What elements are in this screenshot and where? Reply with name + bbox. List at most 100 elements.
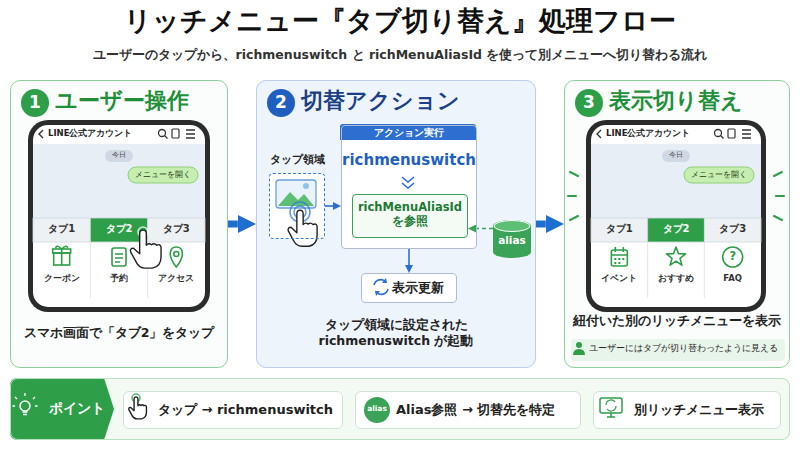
step-panel: 切替アクションタップ領域に設定された richmenuswitch が起動2タッ… (256, 80, 536, 368)
menu-divider (647, 242, 648, 298)
phone-screen (591, 125, 761, 307)
diagram-subtitle: ユーザーのタップから、richmenuswitch と richMenuAlia… (0, 47, 800, 63)
monitor-icon (606, 400, 616, 411)
menu-tab (704, 218, 761, 242)
node-heading: ユーザーにはタブが切り替わったように見える (589, 343, 783, 354)
flow-arrow (325, 205, 333, 207)
smartphone (586, 120, 766, 312)
screen-label: タブ2 (648, 223, 705, 236)
calendar-icon (614, 262, 616, 264)
monitor-icon (607, 413, 615, 417)
sparkle-line (774, 172, 782, 176)
search-icon (159, 130, 166, 137)
point-item: タップ → richmenuswitch (123, 391, 343, 429)
notice-icon (728, 129, 735, 138)
back-icon (39, 130, 43, 138)
person-icon (573, 349, 585, 355)
date-pill (105, 150, 133, 162)
date-pill (662, 150, 690, 162)
action-box-fill (341, 125, 477, 249)
gift-icon (61, 249, 63, 265)
node-heading: alias (364, 404, 390, 413)
display-update-box: 表示更新 (361, 273, 457, 303)
node-text: 紐付いた別のリッチメニューを表示 (569, 313, 785, 329)
node-heading: 3 (575, 92, 603, 113)
chat-area (33, 144, 205, 218)
node-heading: richMenuAliasId を参照 (356, 200, 464, 229)
screen-label: ? (723, 249, 743, 264)
screen-label: イベント (591, 273, 648, 284)
node-heading: タップ → richmenuswitch (158, 402, 340, 418)
screen-label: LINE公式アカウント (606, 128, 706, 139)
person-icon (576, 342, 582, 348)
calendar-icon (618, 258, 620, 260)
sparkle-line (570, 172, 578, 176)
flow-arrow (228, 221, 238, 228)
node-heading: アクション実行 (342, 127, 476, 139)
step-number-fill (21, 89, 49, 117)
node-heading: 表示切り替え (609, 87, 785, 115)
sparkle-line (776, 195, 784, 197)
step-number: 2 (267, 89, 295, 117)
hand-icon (288, 210, 317, 246)
alias-icon: alias (364, 397, 390, 423)
flow-arrow (476, 228, 493, 230)
node-heading: 切替アクション (301, 87, 521, 115)
flow-arrow (536, 221, 546, 228)
step-number: 3 (575, 89, 603, 117)
node-heading: Alias参照 → 切替先を特定 (396, 402, 578, 418)
note-box-fill (571, 339, 785, 361)
refresh-icon (375, 278, 387, 296)
calendar-icon (611, 247, 627, 255)
chat-bubble (684, 167, 754, 183)
action-header-band (340, 124, 476, 140)
hand-icon (129, 397, 147, 419)
smartphone (28, 120, 210, 312)
pin-icon (174, 252, 179, 257)
menu-tab (648, 218, 705, 242)
screen-label: メニューを開く (128, 170, 198, 180)
display-update-box-fill (361, 273, 457, 303)
node-heading: 2 (267, 92, 295, 113)
step-panel-fill (10, 80, 228, 368)
image-icon (276, 180, 316, 208)
chat-area (591, 144, 761, 218)
menu-divider (90, 242, 91, 298)
node-text: スマホ画面で「タブ2」をタップ (15, 325, 223, 341)
phone-frame (586, 120, 766, 312)
alias-reference-box-fill (352, 194, 468, 238)
alias-reference-box: richMenuAliasId を参照 (352, 194, 468, 238)
step-number-fill (267, 89, 295, 117)
bulb-icon (20, 401, 30, 411)
calendar-icon (618, 262, 620, 264)
node-heading: 表示更新 (392, 280, 454, 296)
screen-label: タブ1 (591, 223, 648, 236)
node-heading: 1 (21, 92, 49, 113)
phone-frame (28, 120, 210, 312)
point-item-fill (355, 391, 581, 429)
screen-label: タブ1 (33, 223, 90, 236)
screen-label: タブ2 (90, 223, 147, 236)
point-item: 別リッチメニュー表示 (593, 391, 781, 429)
phone-screen (33, 125, 205, 307)
flow-arrow (408, 249, 410, 265)
hand-icon (130, 230, 161, 268)
cylinder-body (493, 220, 531, 258)
bulb-icon (13, 393, 38, 415)
node-text: richmenuswitch (342, 151, 476, 170)
alias-icon-fill (364, 397, 390, 423)
search-icon (165, 136, 168, 139)
cylinder-top (494, 221, 530, 232)
step-number: 1 (21, 89, 49, 117)
alias-database: alias (493, 219, 531, 259)
menu-tab (148, 218, 205, 242)
point-item-fill (123, 391, 343, 429)
search-icon (715, 130, 722, 137)
sparkle-line (774, 216, 782, 220)
gift-icon (56, 246, 68, 249)
menu-icon (742, 130, 751, 138)
screen-label: おすすめ (648, 273, 705, 284)
clipboard-icon (112, 248, 126, 266)
back-icon (597, 130, 601, 138)
